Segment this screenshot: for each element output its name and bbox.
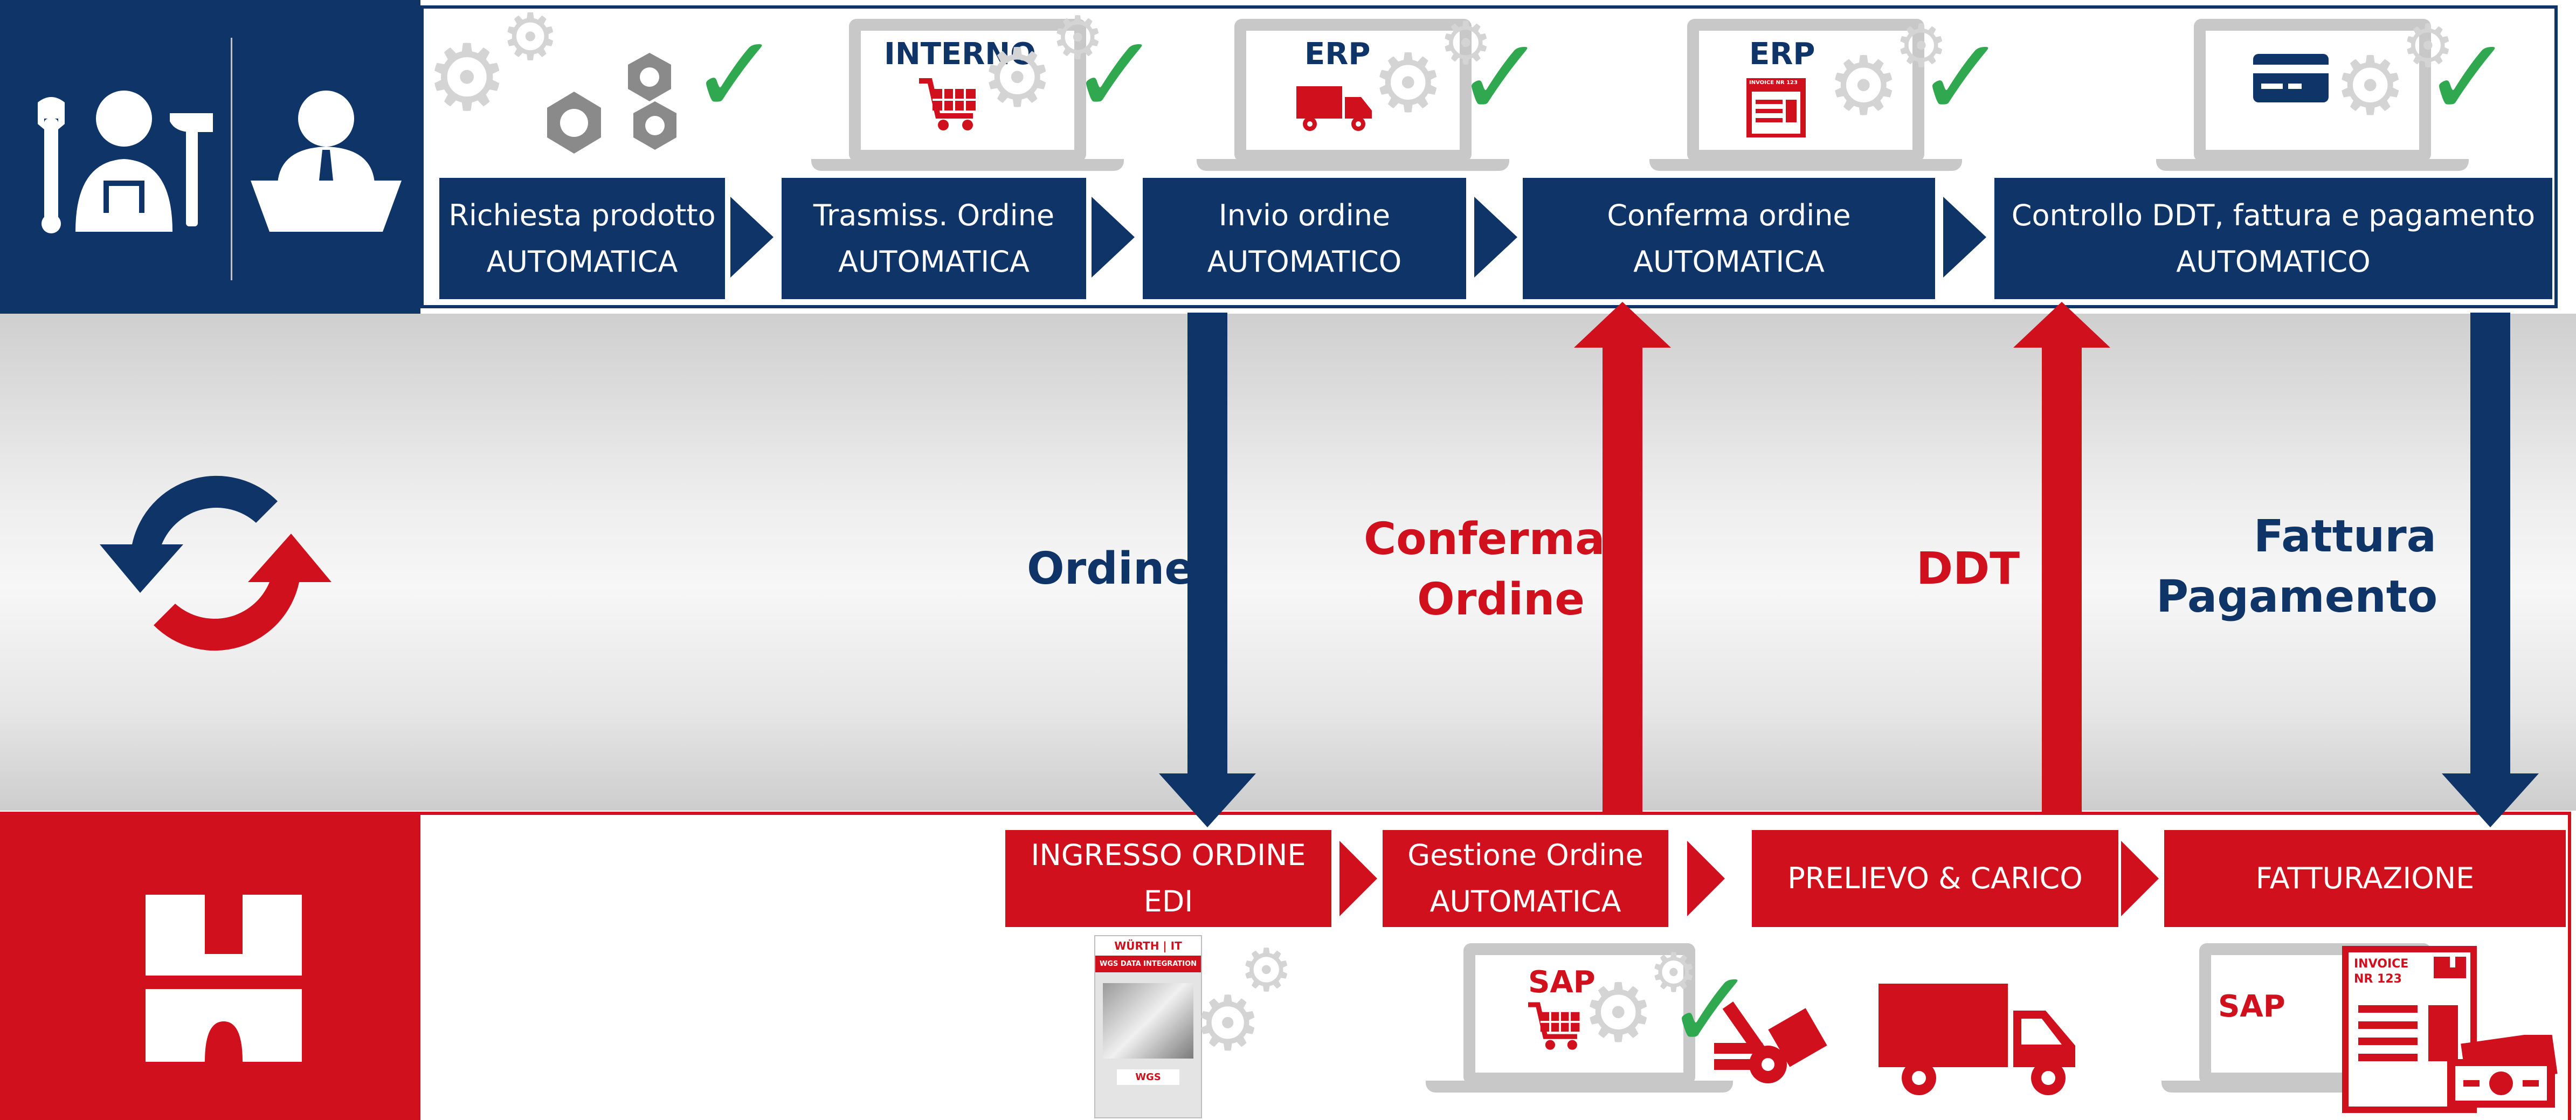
- check-icon: ✓: [2423, 15, 2513, 141]
- gears-icon: ⚙: [426, 25, 508, 132]
- gears-icon: ⚙: [501, 0, 560, 75]
- top-step-1: Richiesta prodotto AUTOMATICA: [439, 178, 725, 299]
- laptop-base: [2156, 159, 2469, 171]
- flow-label-fattura: Fattura Pagamento: [2156, 507, 2438, 627]
- flow-label-conferma-line2: Ordine: [1417, 574, 1585, 625]
- brochure-title: WGS DATA INTEGRATION: [1095, 956, 1201, 972]
- chevron-right-icon: [1092, 197, 1135, 278]
- gears-icon: ⚙: [981, 31, 1054, 125]
- laptop-base: [1197, 159, 1509, 171]
- flow-label-conferma: Conferma Ordine: [1364, 509, 1605, 630]
- check-icon: ✓: [690, 12, 781, 138]
- laptop-base: [1649, 159, 1962, 171]
- brochure-logo: WGS: [1117, 1069, 1179, 1085]
- truck-icon: [1876, 981, 2081, 1100]
- check-icon: ✓: [1916, 15, 2007, 141]
- arrow-down-ordine: [1159, 313, 1256, 830]
- screen-label-sap-1: SAP: [1528, 965, 1596, 1000]
- flow-label-ddt: DDT: [1916, 543, 2020, 594]
- gears-icon: ⚙: [1240, 936, 1293, 1005]
- gears-icon: ⚙: [1439, 9, 1493, 78]
- top-step-1-line2: AUTOMATICA: [486, 244, 678, 279]
- bottom-step-4-line1: FATTURAZIONE: [2255, 861, 2475, 895]
- bottom-step-3: PRELIEVO & CARICO: [1752, 830, 2118, 927]
- brochure-brand: WÜRTH | IT: [1095, 936, 1201, 956]
- screen-label-sap-2: SAP: [2218, 989, 2285, 1024]
- gears-icon: ⚙: [1194, 980, 1262, 1068]
- cart-icon: [1525, 1000, 1585, 1054]
- chevron-right-icon: [1687, 841, 1725, 916]
- bottom-step-1-line2: EDI: [1143, 884, 1193, 918]
- gears-icon: ⚙: [1827, 39, 1900, 133]
- top-step-5: Controllo DDT, fattura e pagamento AUTOM…: [1994, 178, 2552, 299]
- invoice-title-line1: INVOICE: [2354, 957, 2409, 971]
- bottom-step-4: FATTURAZIONE: [2164, 830, 2566, 927]
- wurth-logo-icon: [146, 895, 302, 1062]
- bottom-step-3-line1: PRELIEVO & CARICO: [1787, 861, 2083, 895]
- flow-label-conferma-line1: Conferma: [1364, 514, 1605, 565]
- top-step-3: Invio ordine AUTOMATICO: [1143, 178, 1466, 299]
- truck-icon: [1294, 81, 1375, 135]
- top-step-4-line1: Conferma ordine: [1607, 198, 1851, 232]
- chevron-right-icon: [730, 197, 774, 278]
- invoice-small-text: INVOICE NR 123: [1749, 80, 1798, 86]
- laptop-base: [811, 159, 1124, 171]
- laptop-base: [1426, 1081, 1733, 1093]
- top-step-2-line2: AUTOMATICA: [838, 244, 1030, 279]
- bottom-step-2: Gestione Ordine AUTOMATICA: [1383, 830, 1668, 927]
- laptop-payment: [2194, 19, 2431, 162]
- screen-label-erp-2: ERP: [1749, 37, 1815, 72]
- gears-icon: ⚙: [2401, 11, 2455, 80]
- forklift-icon: [1706, 978, 1835, 1091]
- arrow-up-conferma: [1574, 302, 1671, 814]
- flow-label-fattura-line1: Fattura: [2253, 511, 2436, 562]
- exchange-band: [0, 314, 2576, 811]
- arrow-down-fattura: [2442, 313, 2539, 830]
- gears-icon: ⚙: [2334, 39, 2407, 133]
- gears-icon: ⚙: [1649, 941, 1698, 1004]
- invoice-icon: [1744, 75, 1808, 140]
- gears-icon: ⚙: [1372, 37, 1445, 130]
- check-icon: ✓: [1070, 12, 1161, 138]
- top-step-1-line1: Richiesta prodotto: [448, 198, 716, 232]
- cart-icon: [916, 75, 981, 135]
- chevron-right-icon: [2121, 841, 2159, 916]
- brochure-image: [1103, 983, 1193, 1059]
- hex-nuts-icon: [526, 32, 698, 162]
- wgs-brochure: WÜRTH | IT WGS DATA INTEGRATION WGS: [1094, 935, 1202, 1118]
- chevron-right-icon: [1474, 197, 1517, 278]
- divider: [231, 38, 232, 280]
- invoice-title-line2: NR 123: [2354, 972, 2402, 986]
- top-step-5-line1: Controllo DDT, fattura e pagamento: [2011, 198, 2536, 232]
- bottom-step-2-line1: Gestione Ordine: [1407, 838, 1643, 872]
- flow-label-fattura-line2: Pagamento: [2156, 571, 2438, 623]
- screen-label-interno: INTERNO: [884, 37, 1036, 72]
- bottom-step-1: INGRESSO ORDINE EDI: [1005, 830, 1331, 927]
- sync-arrows-icon: [94, 442, 337, 685]
- cash-icon: [2442, 1035, 2560, 1110]
- top-step-5-line2: AUTOMATICO: [2176, 244, 2371, 279]
- chevron-right-icon: [1339, 841, 1377, 916]
- gears-icon: ⚙: [1051, 3, 1104, 72]
- flow-label-ordine: Ordine: [1027, 543, 1194, 594]
- top-step-3-line2: AUTOMATICO: [1207, 244, 1402, 279]
- gears-icon: ⚙: [1582, 966, 1655, 1060]
- clerk-desk-icon: [248, 86, 404, 237]
- check-icon: ✓: [1455, 15, 1546, 141]
- invoice-title: INVOICE NR 123: [2354, 957, 2408, 987]
- top-step-3-line1: Invio ordine: [1218, 198, 1391, 232]
- bottom-step-1-line1: INGRESSO ORDINE: [1031, 838, 1306, 872]
- bottom-step-2-line2: AUTOMATICA: [1429, 884, 1621, 918]
- arrow-up-ddt: [2013, 302, 2110, 814]
- chevron-right-icon: [1943, 197, 1986, 278]
- worker-icon: [32, 81, 216, 237]
- top-step-4-line2: AUTOMATICA: [1633, 244, 1825, 279]
- top-step-2: Trasmiss. Ordine AUTOMATICA: [782, 178, 1086, 299]
- top-step-4: Conferma ordine AUTOMATICA: [1523, 178, 1935, 299]
- laptop-erp-1: [1234, 19, 1472, 162]
- top-step-2-line1: Trasmiss. Ordine: [813, 198, 1055, 232]
- credit-card-icon: [2250, 51, 2331, 105]
- gears-icon: ⚙: [1895, 11, 1948, 80]
- screen-label-erp-1: ERP: [1304, 37, 1371, 72]
